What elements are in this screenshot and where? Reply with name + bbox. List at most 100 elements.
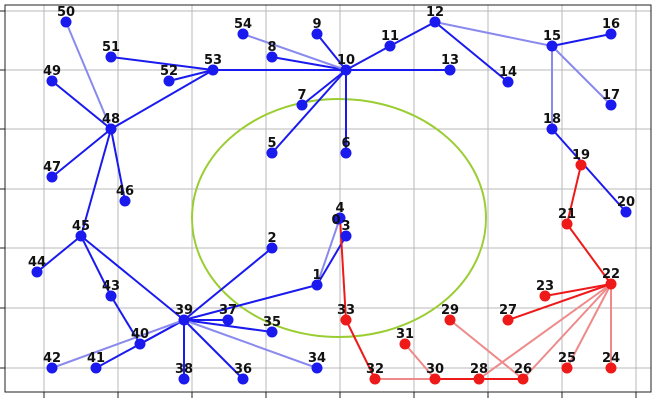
node-label-29: 29 xyxy=(441,303,459,318)
node-label-21: 21 xyxy=(558,207,576,222)
node-label-33: 33 xyxy=(337,303,355,318)
node-label-51: 51 xyxy=(102,40,120,55)
node-label-18: 18 xyxy=(543,112,561,127)
node-48 xyxy=(105,123,117,135)
node-label-38: 38 xyxy=(175,362,193,377)
node-18 xyxy=(546,123,558,135)
node-label-39: 39 xyxy=(175,303,193,318)
edge-22-26 xyxy=(522,283,612,380)
node-label-30: 30 xyxy=(426,362,444,377)
node-7 xyxy=(296,99,308,111)
node-0 xyxy=(332,213,344,225)
node-label-47: 47 xyxy=(43,160,61,175)
node-53 xyxy=(207,64,219,76)
node-label-32: 32 xyxy=(366,362,384,377)
node-39 xyxy=(178,314,190,326)
node-46 xyxy=(119,195,131,207)
node-11 xyxy=(384,40,396,52)
node-38 xyxy=(178,373,190,385)
node-34 xyxy=(311,362,323,374)
edge-12-15 xyxy=(434,21,553,47)
edge-10-11 xyxy=(345,45,391,71)
node-label-41: 41 xyxy=(87,351,105,366)
edge-39-35 xyxy=(183,319,273,333)
node-label-13: 13 xyxy=(441,53,459,68)
node-label-24: 24 xyxy=(602,351,620,366)
edge-53-51 xyxy=(110,56,214,71)
edge-39-34 xyxy=(183,319,318,369)
node-label-12: 12 xyxy=(426,5,444,20)
edge-39-2 xyxy=(183,247,273,321)
node-label-20: 20 xyxy=(617,195,635,210)
node-22 xyxy=(605,278,617,290)
node-47 xyxy=(46,171,58,183)
node-label-53: 53 xyxy=(204,53,222,68)
node-16 xyxy=(605,28,617,40)
node-label-45: 45 xyxy=(72,219,90,234)
node-44 xyxy=(31,266,43,278)
edge-22-23 xyxy=(544,283,612,297)
node-50 xyxy=(60,16,72,28)
node-32 xyxy=(369,373,381,385)
node-27 xyxy=(502,314,514,326)
edge-48-46 xyxy=(110,128,126,202)
node-5 xyxy=(266,147,278,159)
plot-border xyxy=(4,4,652,393)
node-label-26: 26 xyxy=(514,362,532,377)
node-label-3: 3 xyxy=(341,219,350,234)
node-label-16: 16 xyxy=(602,17,620,32)
node-label-1: 1 xyxy=(312,268,321,283)
node-label-22: 22 xyxy=(602,267,620,282)
edge-39-1 xyxy=(183,284,318,321)
nodes xyxy=(31,16,632,385)
edge-22-25 xyxy=(566,283,612,369)
range-circle xyxy=(191,98,487,338)
node-25 xyxy=(561,362,573,374)
node-12 xyxy=(429,16,441,28)
node-label-42: 42 xyxy=(43,351,61,366)
node-1 xyxy=(311,279,323,291)
node-41 xyxy=(90,362,102,374)
node-label-28: 28 xyxy=(470,362,488,377)
edge-39-42 xyxy=(51,319,185,369)
node-label-5: 5 xyxy=(267,136,276,151)
edge-45-39 xyxy=(80,235,185,321)
node-8 xyxy=(266,51,278,63)
node-label-34: 34 xyxy=(308,351,326,366)
node-36 xyxy=(237,373,249,385)
node-54 xyxy=(237,28,249,40)
node-17 xyxy=(605,99,617,111)
edge-48-45 xyxy=(80,128,112,237)
node-label-35: 35 xyxy=(263,315,281,330)
node-26 xyxy=(517,373,529,385)
node-label-49: 49 xyxy=(43,64,61,79)
node-40 xyxy=(134,338,146,350)
edge-32-33 xyxy=(345,319,376,380)
node-42 xyxy=(46,362,58,374)
node-37 xyxy=(222,314,234,326)
node-10 xyxy=(340,64,352,76)
edge-11-12 xyxy=(389,21,436,47)
node-label-9: 9 xyxy=(312,17,321,32)
edge-22-27 xyxy=(507,283,612,321)
node-15 xyxy=(546,40,558,52)
node-21 xyxy=(561,218,573,230)
node-31 xyxy=(399,338,411,350)
node-3 xyxy=(340,230,352,242)
node-label-43: 43 xyxy=(102,279,120,294)
node-label-8: 8 xyxy=(267,40,276,55)
edge-10-7 xyxy=(301,69,347,106)
edge-45-43 xyxy=(80,235,112,297)
node-9 xyxy=(311,28,323,40)
node-label-4: 4 xyxy=(335,201,344,216)
node-43 xyxy=(105,290,117,302)
node-2 xyxy=(266,242,278,254)
node-label-50: 50 xyxy=(57,5,75,20)
edge-45-44 xyxy=(36,235,82,273)
edge-18-20 xyxy=(551,128,627,213)
node-19 xyxy=(575,159,587,171)
edge-1-4 xyxy=(316,217,341,286)
node-24 xyxy=(605,362,617,374)
edge-30-31 xyxy=(404,343,436,380)
